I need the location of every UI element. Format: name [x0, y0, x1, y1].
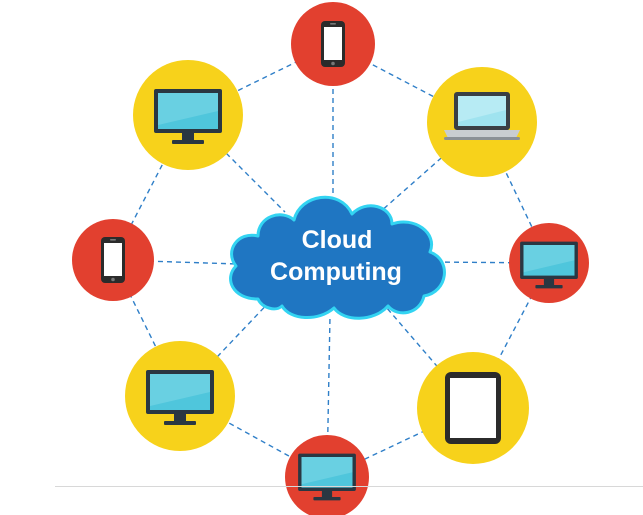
divider [55, 486, 643, 487]
laptop-icon [444, 92, 520, 140]
device-node-left [72, 219, 154, 301]
cloud-shape [229, 195, 446, 320]
device-node-lower-left [125, 341, 235, 451]
tablet-icon [445, 372, 501, 444]
device-node-upper-right [427, 67, 537, 177]
device-node-top [291, 2, 375, 86]
device-node-right [509, 223, 589, 303]
cloud-title-line2: Computing [270, 258, 402, 286]
cloud-title-line1: Cloud [302, 226, 373, 254]
device-node-bottom [285, 435, 369, 515]
device-node-lower-right [417, 352, 529, 464]
smartphone-icon [321, 21, 345, 67]
cloud-node: Cloud Computing [229, 195, 446, 320]
device-node-upper-left [133, 60, 243, 170]
smartphone-icon [101, 237, 125, 283]
